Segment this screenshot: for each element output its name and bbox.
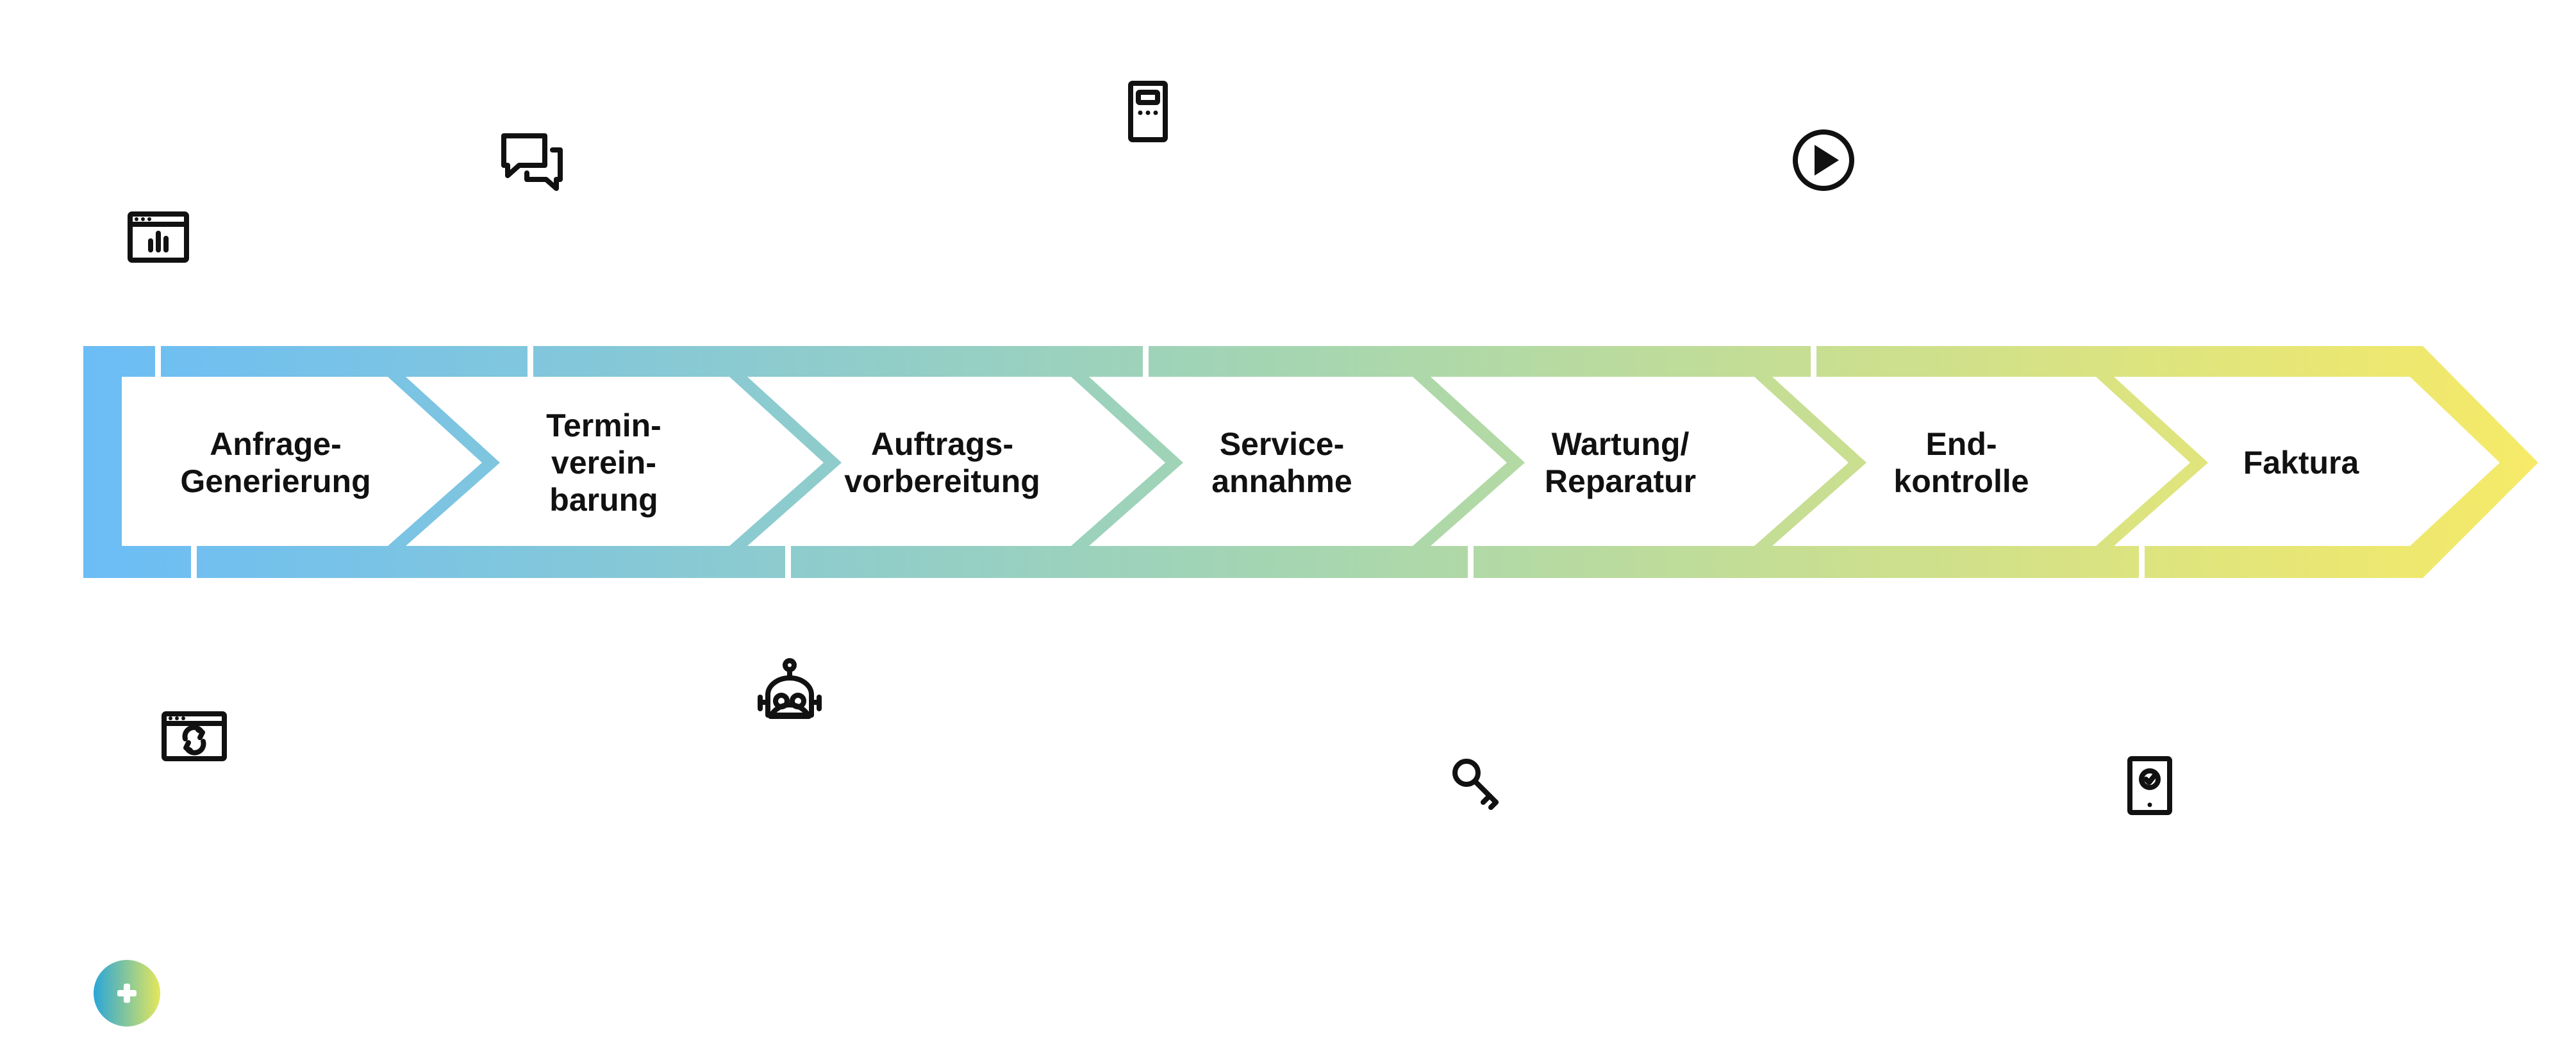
- step-label: Wartung/Reparatur: [1545, 426, 1696, 499]
- step-label-line: Faktura: [2243, 445, 2360, 481]
- gap-top-1: [155, 343, 161, 379]
- dashboard-window-icon: [128, 211, 189, 263]
- step-chevron: [2096, 377, 2208, 546]
- step-label: Service-annahme: [1211, 426, 1352, 499]
- step-label: Anfrage-Generierung: [180, 426, 370, 499]
- band-frame: [83, 346, 2538, 578]
- step-chevron: [729, 377, 842, 546]
- step-label-line: Anfrage-: [210, 426, 342, 462]
- chat-bubbles-icon: [501, 133, 563, 191]
- sync-window-icon: [162, 711, 227, 761]
- step-labels: Anfrage-Generierung Termin-verein-barung A…: [180, 408, 2359, 518]
- process-band: [83, 343, 2538, 581]
- gap-top-2: [528, 343, 533, 379]
- robot-icon: [758, 658, 822, 719]
- key-icon: [1452, 759, 1499, 810]
- step-label-line: Reparatur: [1545, 463, 1696, 499]
- step-label-line: Auftrags-: [871, 426, 1013, 462]
- step-label-line: barung: [549, 482, 658, 518]
- plus-icon: [117, 984, 137, 1003]
- gap-bottom-1: [191, 543, 197, 581]
- gap-bottom-4: [2139, 543, 2145, 581]
- step-label-line: vorbereitung: [844, 463, 1040, 499]
- step-label-line: Wartung/: [1552, 426, 1690, 462]
- step-chevron: [1413, 377, 1525, 546]
- step-label-line: annahme: [1211, 463, 1352, 499]
- gap-top-4: [1811, 343, 1816, 379]
- step-label-line: kontrolle: [1893, 463, 2029, 499]
- step-label: End-kontrolle: [1893, 426, 2029, 499]
- band-gaps: [155, 343, 2145, 581]
- gap-bottom-2: [785, 543, 791, 581]
- step-label-line: End-: [1925, 426, 1997, 462]
- step-chevron: [1754, 377, 1866, 546]
- step-label: Faktura: [2243, 445, 2360, 481]
- tablet-check-icon: [2127, 756, 2172, 815]
- step-label-line: Service-: [1220, 426, 1345, 462]
- step-chevron: [388, 377, 500, 546]
- step-label-line: Generierung: [180, 463, 370, 499]
- gap-bottom-3: [1468, 543, 1474, 581]
- step-label-line: Termin-: [546, 408, 661, 443]
- add-button[interactable]: [94, 960, 160, 1027]
- step-chevrons: [388, 377, 2208, 546]
- step-label: Termin-verein-barung: [546, 408, 661, 518]
- gap-top-3: [1143, 343, 1149, 379]
- play-circle-icon: [1793, 129, 1854, 191]
- step-label: Auftrags-vorbereitung: [844, 426, 1040, 499]
- step-chevron: [1071, 377, 1183, 546]
- server-tower-icon: [1128, 81, 1168, 142]
- step-label-line: verein-: [551, 445, 656, 481]
